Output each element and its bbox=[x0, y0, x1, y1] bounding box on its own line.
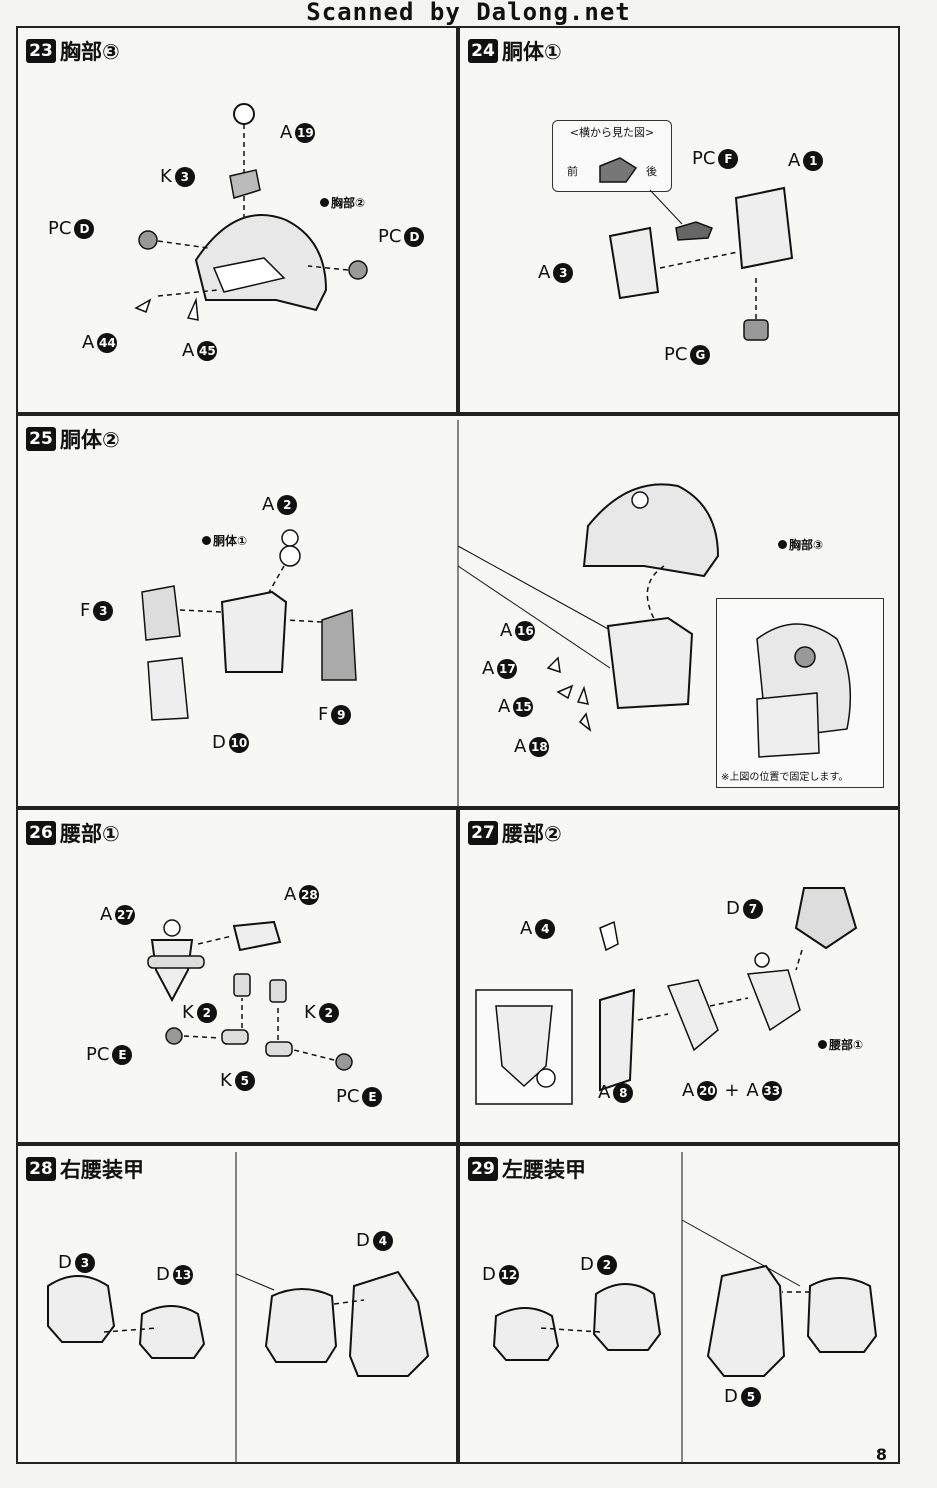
step-23-header: 23 胸部③ bbox=[26, 36, 120, 66]
torso-2-illustration bbox=[141, 420, 720, 806]
chest-assembly-illustration bbox=[134, 103, 368, 321]
step-number: 27 bbox=[468, 821, 498, 845]
side-view-back: 後 bbox=[646, 165, 657, 178]
torso-1-illustration bbox=[599, 157, 794, 341]
ref-chest-2: 胸部② bbox=[320, 194, 365, 211]
side-view-title: <横から見た図> bbox=[569, 126, 655, 139]
step-title: 胴体② bbox=[60, 428, 120, 452]
inset-illustration bbox=[756, 623, 852, 758]
step-number: 26 bbox=[26, 821, 56, 845]
side-view-front: 前 bbox=[567, 165, 578, 178]
step-title: 左腰装甲 bbox=[502, 1158, 586, 1182]
step-number: 29 bbox=[468, 1157, 498, 1181]
step-29-header: 29 左腰装甲 bbox=[468, 1154, 586, 1184]
left-waist-armor-illustration bbox=[492, 1152, 878, 1462]
step-number: 25 bbox=[26, 427, 56, 451]
inset-note: ※上図の位置で固定します。 bbox=[721, 772, 849, 783]
inset-detail-box: ※上図の位置で固定します。 bbox=[716, 598, 884, 788]
step-title: 腰部① bbox=[60, 822, 120, 846]
step-title: 胸部③ bbox=[60, 40, 120, 64]
ref-torso-1: 胴体① bbox=[202, 532, 247, 549]
ref-chest-3: 胸部③ bbox=[778, 536, 823, 553]
right-waist-armor-illustration bbox=[47, 1152, 430, 1462]
step-26-header: 26 腰部① bbox=[26, 818, 120, 848]
scan-banner: Scanned by Dalong.net bbox=[306, 0, 631, 26]
step-title: 腰部② bbox=[502, 822, 562, 846]
step-number: 28 bbox=[26, 1157, 56, 1181]
step-25-header: 25 胴体② bbox=[26, 424, 120, 454]
step-title: 胴体① bbox=[502, 40, 562, 64]
step-title: 右腰装甲 bbox=[60, 1158, 144, 1182]
step-number: 23 bbox=[26, 39, 56, 63]
waist-2-illustration bbox=[475, 887, 858, 1105]
waist-1-illustration bbox=[147, 919, 353, 1071]
step-28-header: 28 右腰装甲 bbox=[26, 1154, 144, 1184]
step-24-header: 24 胴体① bbox=[468, 36, 562, 66]
step-number: 24 bbox=[468, 39, 498, 63]
ref-waist-1: 腰部① bbox=[818, 1036, 863, 1053]
page-number: 8 bbox=[875, 1445, 887, 1464]
step-27-header: 27 腰部② bbox=[468, 818, 562, 848]
